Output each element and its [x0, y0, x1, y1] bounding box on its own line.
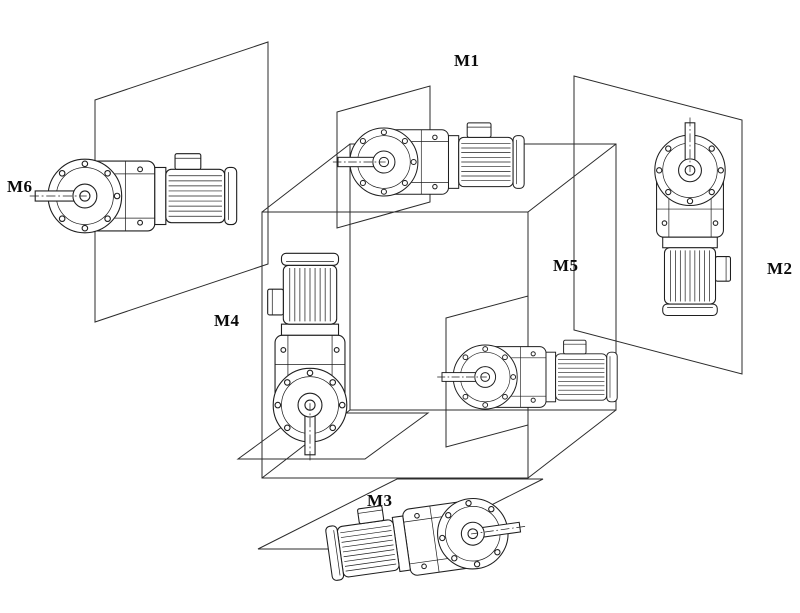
- mounting-plane-m6: [94, 41, 269, 323]
- gearmotor-m2-drawing: [654, 116, 732, 317]
- label-m6: M6: [7, 177, 33, 196]
- mounting-plane-m5: [445, 295, 529, 448]
- mounting-plane-m4: [236, 412, 430, 460]
- mounting-plane-m2: [573, 75, 743, 375]
- gearmotor-m5-drawing: [436, 339, 618, 410]
- label-m5: M5: [553, 256, 579, 275]
- label-m3: M3: [367, 491, 393, 510]
- gearmotor-m1-drawing: [332, 122, 525, 197]
- label-m4: M4: [214, 311, 240, 330]
- gearmotor-m6-drawing: [29, 153, 238, 234]
- label-m2: M2: [767, 259, 793, 278]
- mounting-plane-m1: [336, 85, 431, 229]
- label-m1: M1: [454, 51, 480, 70]
- cube-wireframe: [261, 143, 617, 479]
